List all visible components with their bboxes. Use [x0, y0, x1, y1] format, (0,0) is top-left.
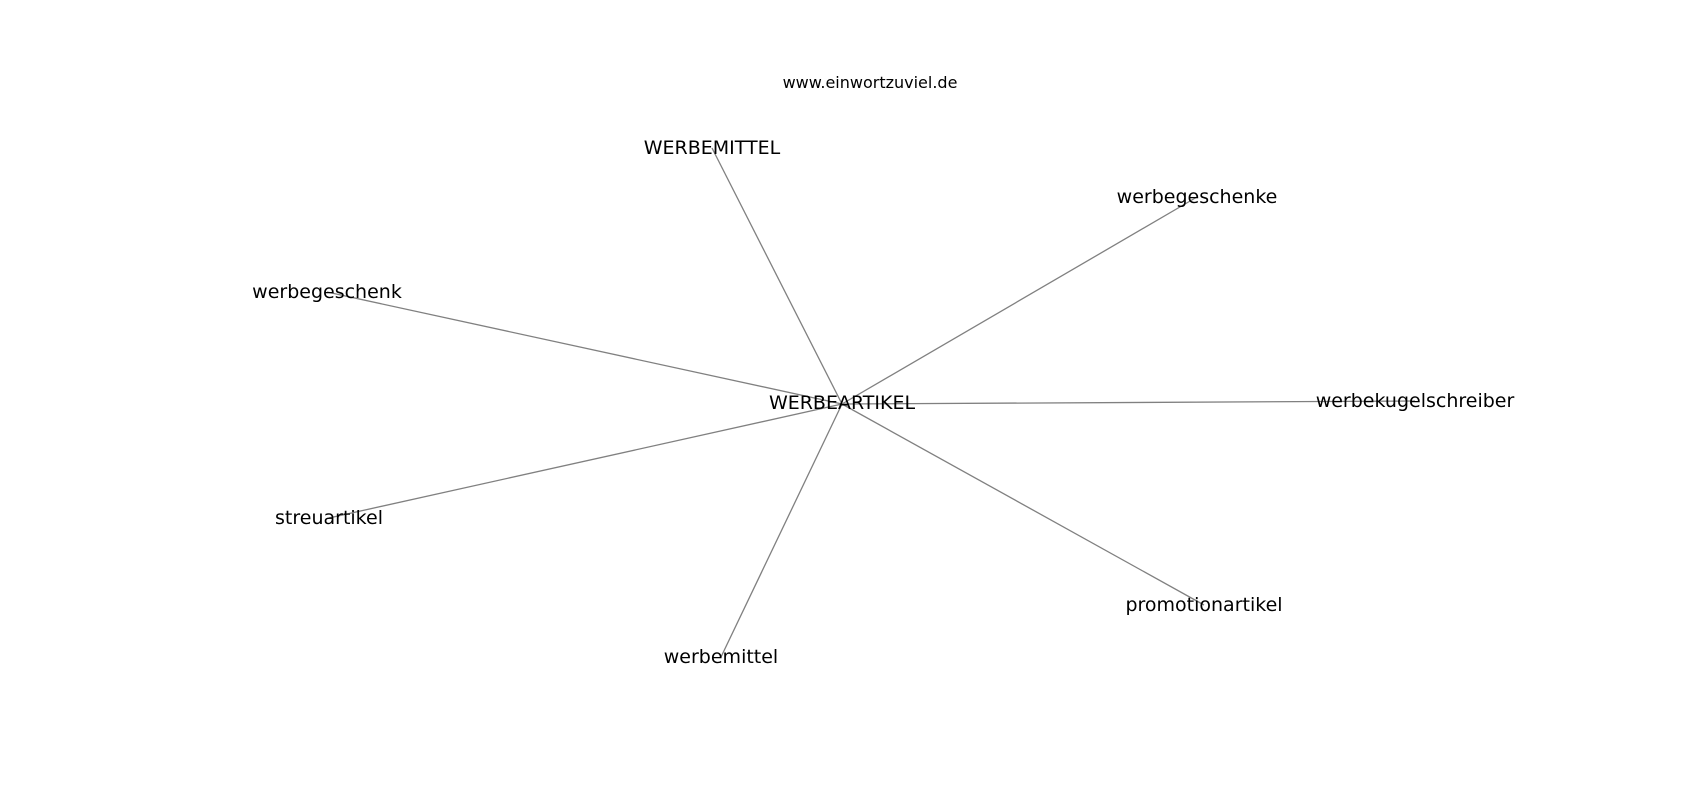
edge-n4: [841, 400, 1416, 405]
edge-n2: [841, 196, 1198, 405]
center-node-label: WERBEARTIKEL: [769, 392, 916, 414]
node-label-werbegeschenk: werbegeschenk: [252, 281, 402, 303]
node-label-werbegeschenke: werbegeschenke: [1117, 186, 1278, 208]
node-label-werbemittel: werbemittel: [664, 646, 778, 668]
edge-n5: [328, 403, 843, 519]
label-layer: www.einwortzuviel.de WERBEARTIKEL WERBEM…: [252, 73, 1514, 668]
node-label-werbekugelschreiber: werbekugelschreiber: [1316, 390, 1515, 412]
site-url-label: www.einwortzuviel.de: [783, 73, 958, 92]
node-label-promotionartikel: promotionartikel: [1125, 594, 1282, 616]
edge-n1: [711, 147, 843, 405]
edge-n3: [326, 291, 843, 405]
node-label-streuartikel: streuartikel: [275, 507, 383, 529]
node-label-werbemittel-upper: WERBEMITTEL: [644, 137, 781, 159]
edge-n6: [841, 403, 1205, 606]
edge-layer: [326, 147, 1416, 658]
edge-n7: [720, 403, 843, 658]
